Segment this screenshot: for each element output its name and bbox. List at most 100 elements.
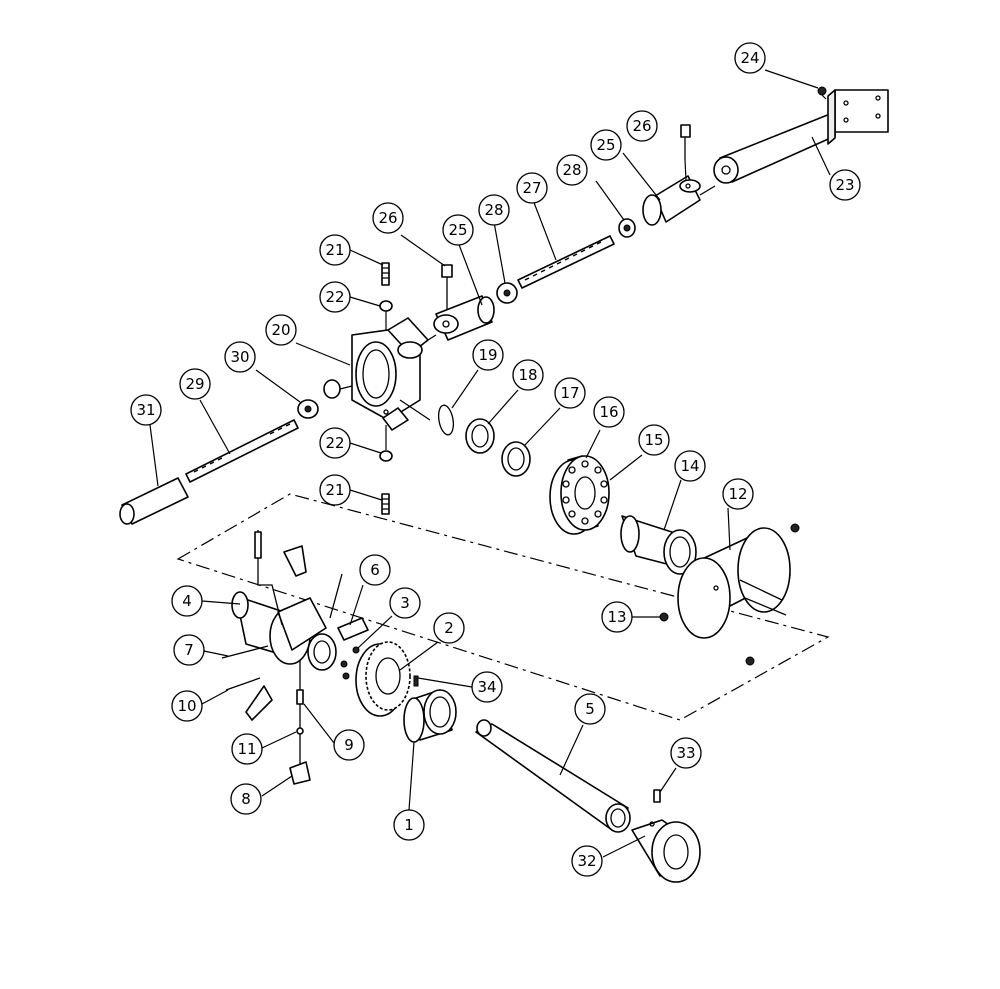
balloon-29: 29 [179,368,211,400]
balloon-12: 12 [722,478,754,510]
svg-text:25: 25 [448,221,467,239]
part-19-snap-ring [437,404,455,436]
balloon-4: 4 [171,585,203,617]
balloon-28-lower: 28 [478,194,510,226]
balloon-22-upper: 22 [319,281,351,313]
svg-text:3: 3 [400,594,410,612]
svg-text:28: 28 [562,161,581,179]
subassembly-boundary [176,493,830,721]
svg-text:22: 22 [325,288,344,306]
part-25-clevis-lower [419,295,495,346]
part-18-washer [465,418,495,454]
svg-text:8: 8 [241,790,251,808]
part-31-handle [119,477,189,525]
balloon-18: 18 [512,359,544,391]
svg-text:31: 31 [136,401,155,419]
balloon-24: 24 [734,42,766,74]
balloon-10: 10 [171,690,203,722]
part-1-bushing [403,689,457,743]
part-26-pin-upper [680,124,691,160]
part-28-nut-lower [496,282,518,304]
part-7-pin [221,645,269,659]
svg-text:33: 33 [676,744,695,762]
svg-text:6: 6 [370,561,380,579]
part-24-screw [817,86,827,96]
part-15-balls [562,460,608,525]
part-16-bearing [549,455,610,535]
balloon-20: 20 [265,314,297,346]
part-26-pin-lower [441,264,453,310]
balloon-19: 19 [472,339,504,371]
part-22-nut-lower [379,450,393,462]
balloon-31: 31 [130,394,162,426]
svg-text:12: 12 [728,485,747,503]
balloon-7: 7 [173,634,205,666]
part-pawl-top [283,545,307,577]
balloon-26-upper: 26 [626,110,658,142]
part-20-housing [323,317,431,431]
part-2-gear [355,641,411,717]
balloon-17: 17 [554,377,586,409]
svg-text:18: 18 [518,366,537,384]
svg-text:2: 2 [444,619,454,637]
part-22-nut-upper [379,300,393,312]
part-12-screw-top [790,523,800,533]
part-17-lock-nut [501,441,531,477]
part-33-pin [653,789,661,803]
svg-text:17: 17 [560,384,579,402]
svg-text:27: 27 [522,179,541,197]
part-27-threaded-rod [517,235,615,289]
balloon-1: 1 [393,809,425,841]
part-14-sleeve [620,515,697,575]
svg-text:34: 34 [477,678,496,696]
balloon-13: 13 [601,601,633,633]
svg-text:15: 15 [644,431,663,449]
part-13-screw [659,612,669,622]
part-23-arm [713,89,889,184]
svg-text:30: 30 [230,348,249,366]
part-32-flange [631,819,701,883]
svg-text:22: 22 [325,434,344,452]
svg-text:9: 9 [344,736,354,754]
balloon-6: 6 [359,554,391,586]
svg-text:26: 26 [632,117,651,135]
balloon-21-lower: 21 [319,474,351,506]
svg-text:11: 11 [237,740,256,758]
part-21-set-screw-upper [381,262,390,286]
part-5-shaft [475,719,631,833]
balloon-21-upper: 21 [319,234,351,266]
balloon-14: 14 [674,450,706,482]
svg-text:7: 7 [184,641,194,659]
svg-text:24: 24 [740,49,759,67]
svg-text:26: 26 [378,209,397,227]
part-9-spring [296,660,304,728]
part-12-screw-bottom [745,656,755,666]
balloon-5: 5 [574,693,606,725]
part-30-nut [297,399,319,419]
part-28-nut-upper [618,218,636,238]
balloon-2: 2 [433,612,465,644]
svg-text:13: 13 [607,608,626,626]
svg-text:5: 5 [585,700,595,718]
balloon-15: 15 [638,424,670,456]
balloon-28-upper: 28 [556,154,588,186]
part-12-collar [677,527,791,639]
balloon-9: 9 [333,729,365,761]
svg-text:23: 23 [835,176,854,194]
balloon-8: 8 [230,783,262,815]
part-balloons: 24 23 26 25 28 27 28 25 26 21 22 20 30 2… [130,42,861,877]
part-34-pin [413,675,419,687]
balloon-16: 16 [593,396,625,428]
balloon-22-lower: 22 [319,427,351,459]
svg-text:21: 21 [325,241,344,259]
part-3-screws [340,646,360,680]
svg-text:28: 28 [484,201,503,219]
svg-text:1: 1 [404,816,414,834]
balloon-34: 34 [471,671,503,703]
part-6-pawl [329,573,369,641]
svg-text:25: 25 [596,136,615,154]
balloon-3: 3 [389,587,421,619]
balloon-23: 23 [829,169,861,201]
svg-text:20: 20 [271,321,290,339]
